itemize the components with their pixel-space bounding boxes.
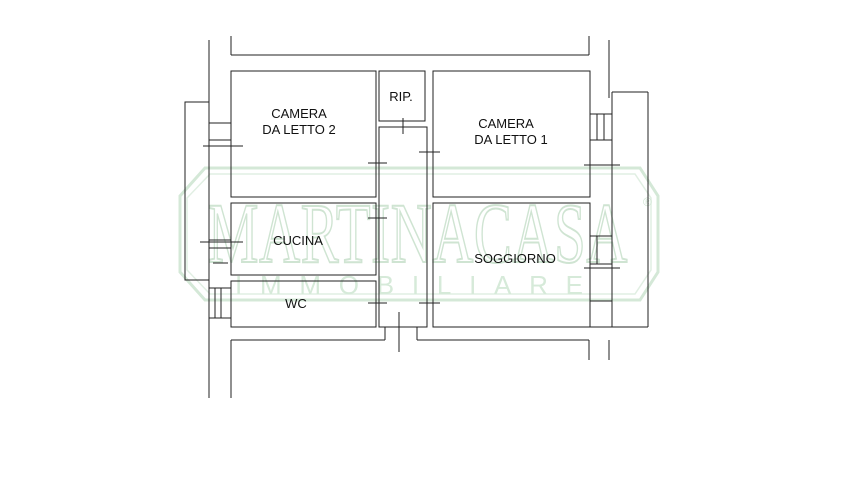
watermark-brand: MARTINACASA — [208, 185, 628, 281]
room-labels: CAMERA DA LETTO 2 RIP. CAMERA DA LETTO 1… — [262, 89, 556, 311]
room-wc-outline — [230, 280, 377, 328]
label-camera-2-line1: CAMERA — [271, 106, 327, 121]
room-cucina-outline — [230, 202, 377, 276]
watermark: MARTINACASA ® IMMOBILIARE — [178, 166, 660, 302]
label-camera-1-line1: CAMERA — [478, 116, 534, 131]
label-cucina: CUCINA — [273, 233, 323, 248]
label-wc: WC — [285, 296, 307, 311]
room-rip-outline — [378, 70, 426, 122]
watermark-frame-inner — [186, 173, 652, 295]
walls — [184, 36, 649, 398]
room-soggiorno-outline — [432, 202, 591, 328]
label-rip: RIP. — [389, 89, 413, 104]
label-camera-2-line2: DA LETTO 2 — [262, 122, 335, 137]
room-camera-2-outline — [230, 70, 377, 198]
label-soggiorno: SOGGIORNO — [474, 251, 556, 266]
watermark-frame — [178, 166, 660, 302]
label-camera-1-line2: DA LETTO 1 — [474, 132, 547, 147]
